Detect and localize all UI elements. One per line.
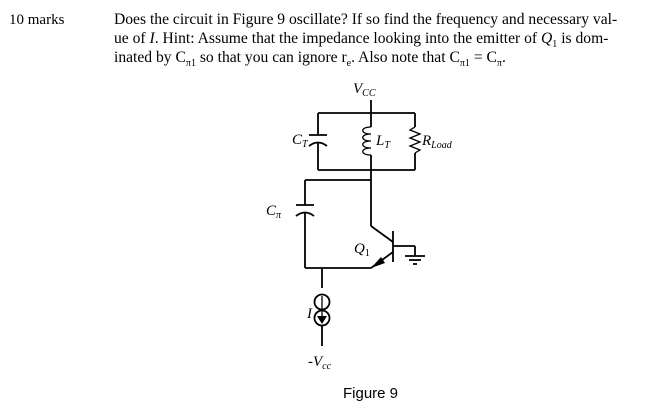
q-transistor-subscript: 1 — [552, 39, 558, 51]
q-cap-subscript: π1 — [185, 58, 196, 70]
rload-resistor — [408, 113, 422, 170]
question-line-3: inated by Cπ1 so that you can ignore re.… — [114, 48, 644, 70]
q-text: = C — [469, 49, 497, 66]
q-text: inated by C — [114, 49, 186, 66]
ct-capacitor — [308, 113, 328, 170]
lt-inductor — [362, 113, 372, 170]
lt-label: LT — [375, 133, 391, 151]
q-current-symbol: I — [149, 30, 155, 47]
q-text: . Hint: Assume that the impedance lookin… — [154, 30, 542, 47]
rload-label: RLoad — [421, 133, 453, 151]
vee-label: -Vcc — [308, 354, 332, 372]
question-text: Does the circuit in Figure 9 oscillate? … — [114, 10, 644, 70]
q-cap-subscript: π — [496, 58, 502, 70]
ct-label: CT — [292, 132, 309, 150]
marks-label: 10 marks — [9, 12, 65, 28]
q-cap-subscript: π1 — [459, 58, 470, 70]
q-text: . Also note that C — [351, 49, 460, 66]
figure-caption: Figure 9 — [343, 385, 398, 402]
q-re-subscript: e — [346, 58, 352, 70]
q1-label: Q1 — [354, 241, 370, 259]
question-line-2: ue of I. Hint: Assume that the impedance… — [114, 29, 644, 51]
current-source-icon — [313, 293, 331, 327]
cpi-label: Cπ — [266, 203, 282, 221]
ground-icon — [405, 255, 425, 265]
vcc-label: VCC — [353, 81, 376, 99]
cpi-capacitor — [295, 204, 315, 268]
q1-transistor — [370, 225, 416, 269]
q-text: . — [501, 49, 506, 66]
q-transistor-symbol: Q — [541, 30, 553, 47]
q-text: is dom- — [557, 30, 609, 47]
emitter-arrow-icon — [371, 257, 385, 268]
current-source-label: I — [306, 306, 313, 322]
question-line-1: Does the circuit in Figure 9 oscillate? … — [114, 11, 618, 28]
q-text: ue of — [114, 30, 150, 47]
q-text: so that you can ignore r — [195, 49, 347, 66]
